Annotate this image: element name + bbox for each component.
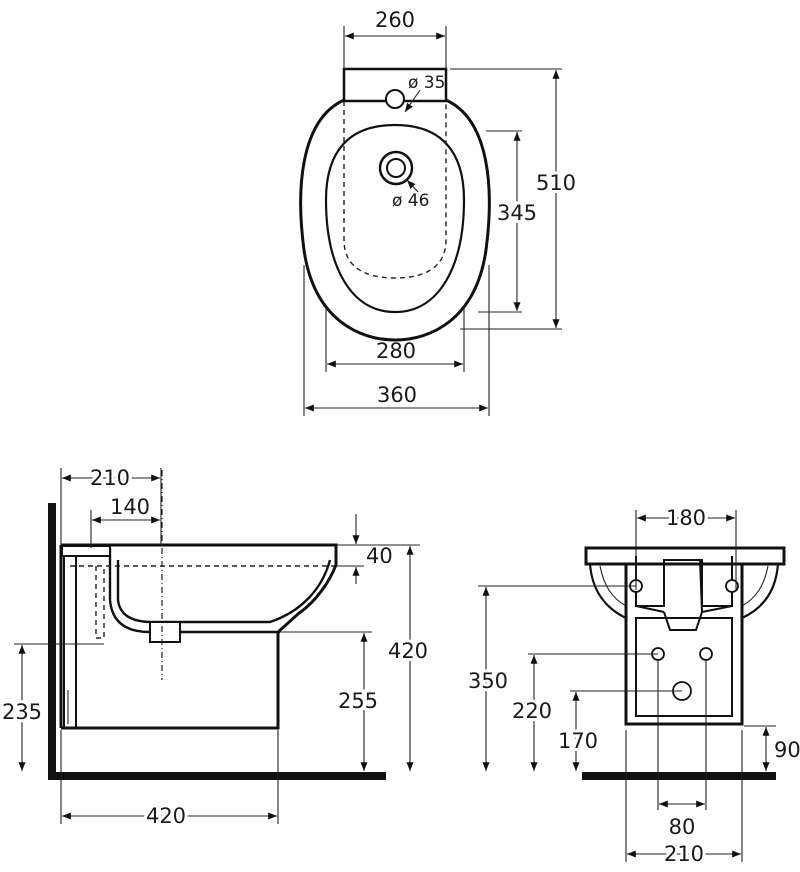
dim-label-80: 80 [669,815,696,839]
dim-label-170: 170 [558,729,598,753]
front-view-pedestal [624,564,744,726]
dim-label-260: 260 [375,8,415,32]
side-view-inlet-bracket [63,555,77,729]
front-view-access-plate [635,617,733,717]
dim-label-255: 255 [338,689,378,713]
drain-hole-leader [406,179,419,193]
dim-label-210-front: 210 [664,842,704,866]
side-view-body [61,543,338,730]
dim-label-210-side: 210 [90,466,130,490]
wall [48,503,56,779]
side-view-drain [149,621,181,643]
top-view-hidden-outline [343,101,447,279]
dim-label-345: 345 [497,201,537,225]
front-view-bowl-right [741,563,780,620]
front-view-rim [584,546,786,566]
side-view-ledge [61,545,111,557]
side-view: 210 140 40 420 255 235 420 [0,463,431,831]
dim-label-235: 235 [2,700,42,724]
side-view-hidden-pipe [95,566,105,639]
dim-label-420-height: 420 [388,639,428,663]
front-fixing-hole-top-right [725,579,739,593]
drain-hole-inner [386,158,406,178]
dim-label-420-depth: 420 [146,804,186,828]
side-view-rim [108,548,280,634]
dim-label-hole-large: ø 46 [392,191,429,211]
floor-side [48,772,386,780]
dim-label-180: 180 [666,506,706,530]
dim-label-350: 350 [468,669,508,693]
top-view-inner-bowl [324,123,466,314]
dim-label-510: 510 [536,171,576,195]
dim-label-360: 360 [377,383,417,407]
front-view: 180 350 220 170 90 80 210 [465,503,800,869]
front-fixing-hole-mid-right [699,647,713,661]
dim-label-hole-small: ø 35 [408,73,445,93]
tap-hole-leader [404,89,421,113]
top-view-outer-outline [299,98,491,342]
front-view-bowl-left [588,563,627,619]
dim-label-140: 140 [110,495,150,519]
dim-label-220: 220 [512,699,552,723]
side-view-bowl [116,559,332,624]
dim-label-40: 40 [366,544,393,568]
floor-front [582,772,776,780]
dim-label-90: 90 [774,738,800,762]
dim-label-280: 280 [376,339,416,363]
tap-hole [385,89,405,109]
top-view: 260 ø 35 ø 46 510 345 280 360 [299,8,579,416]
